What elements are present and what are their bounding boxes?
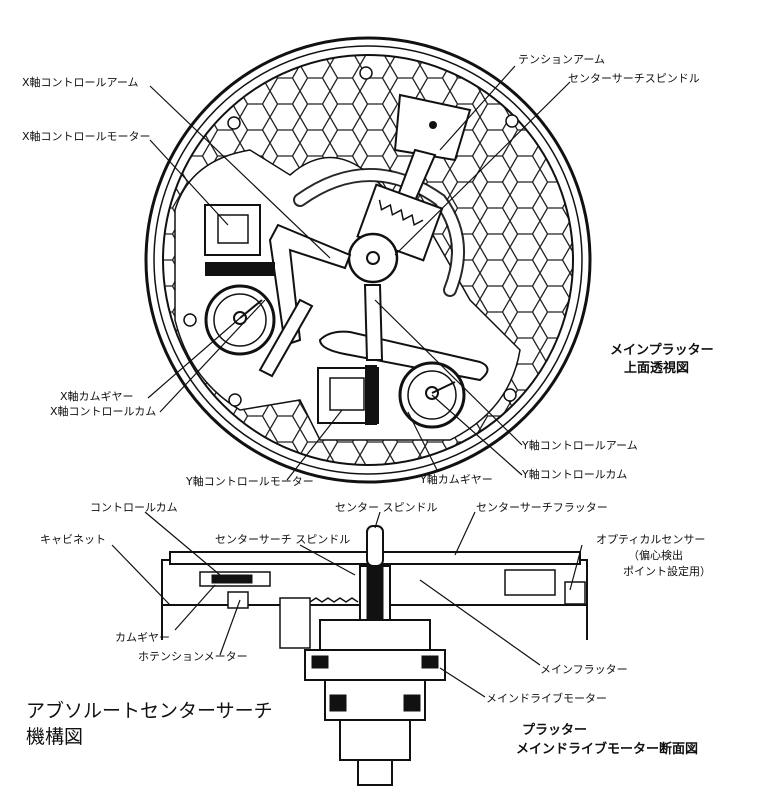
label-y-control-cam: Y軸コントロールカム — [522, 468, 628, 481]
section-view — [161, 525, 588, 786]
label-x-cam-gear: X軸カムギヤー — [60, 390, 134, 403]
caption-line1: アブソルートセンターサーチ — [26, 700, 273, 722]
caption-line2: 機構図 — [26, 726, 84, 748]
label-tension-arm: テンションアーム — [518, 53, 606, 66]
label-cam-gear: カムギヤー — [115, 631, 170, 644]
label-x-control-motor: X軸コントロールモーター — [22, 130, 151, 143]
label-x-control-cam: X軸コントロールカム — [50, 405, 157, 418]
top-view-platter — [144, 36, 592, 484]
label-main-platter: メインフラッター — [540, 663, 628, 676]
top-view-title-line2: 上面透視図 — [624, 361, 690, 376]
top-view-leaders — [147, 65, 571, 481]
label-optical-sensor-line2: （偏心検出 — [628, 549, 683, 562]
section-title-line1: プラッター — [522, 723, 588, 738]
label-y-cam-gear: Y軸カムギヤー — [420, 473, 493, 486]
label-main-drive-motor: メインドライブモーター — [486, 692, 607, 705]
label-center-search-spindle-2: センターサーチ スピンドル — [215, 533, 351, 546]
label-center-search-platter: センターサーチフラッター — [476, 501, 608, 514]
top-view-title-line1: メインプラッター — [610, 343, 714, 358]
label-y-control-arm: Y軸コントロールアーム — [522, 439, 638, 452]
label-potentiometer: ホテンションメーター — [138, 650, 248, 663]
label-cabinet: キャビネット — [40, 533, 106, 546]
label-optical-sensor-line3: ポイント設定用） — [623, 565, 711, 578]
label-y-control-motor: Y軸コントロールモーター — [186, 475, 314, 488]
section-view-leaders — [111, 511, 583, 698]
label-optical-sensor: オプティカルセンサー — [596, 533, 706, 546]
label-center-search-spindle: センターサーチスピンドル — [568, 72, 700, 85]
label-center-spindle: センター スピンドル — [335, 501, 438, 514]
section-title-line2: メインドライブモーター断面図 — [516, 742, 699, 757]
label-control-cam: コントロールカム — [90, 501, 178, 514]
label-x-control-arm: X軸コントロールアーム — [22, 76, 139, 89]
